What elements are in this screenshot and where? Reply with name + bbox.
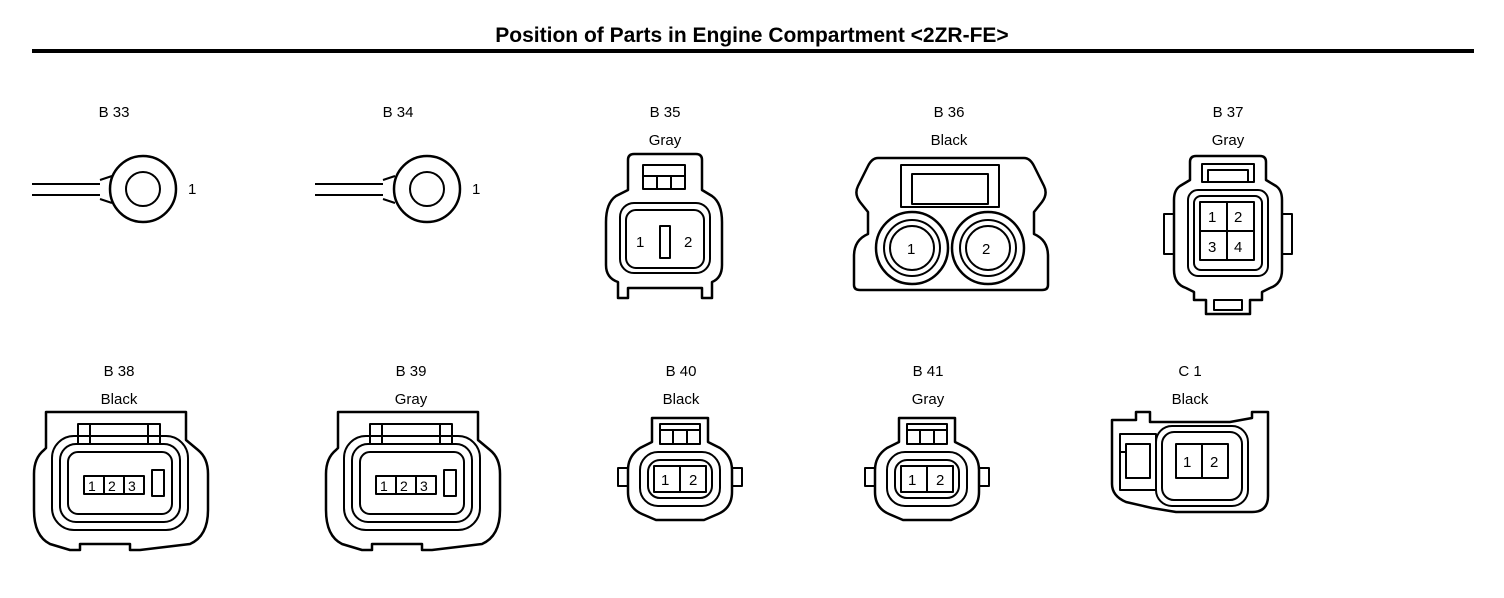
connector-b39: 1 2 3 [324, 410, 502, 552]
page-title: Position of Parts in Engine Compartment … [495, 24, 1009, 47]
connector-color-b35: Gray [648, 132, 682, 149]
connector-color-b41: Gray [911, 391, 945, 408]
connector-code-b39: B 39 [395, 363, 427, 380]
connector-color-c1: Black [1171, 391, 1209, 408]
pin-label: 1 [188, 181, 196, 198]
connector-color-b39: Gray [394, 391, 428, 408]
pin-label: 1 [1208, 209, 1216, 226]
connector-b40: 1 2 [617, 416, 743, 522]
connector-b41: 1 2 [864, 416, 990, 522]
connector-code-b34: B 34 [382, 104, 414, 121]
pin-label: 3 [420, 478, 428, 494]
pin-label: 2 [982, 241, 990, 258]
pin-label: 2 [684, 234, 692, 251]
pin-label: 1 [908, 472, 916, 489]
connector-code-b36: B 36 [933, 104, 965, 121]
connector-code-b38: B 38 [103, 363, 135, 380]
pin-label: 2 [108, 478, 116, 494]
pin-label: 4 [1234, 239, 1242, 256]
pin-label: 2 [1234, 209, 1242, 226]
connector-color-b36: Black [930, 132, 968, 149]
pin-label: 2 [689, 472, 697, 489]
connector-b33: 1 [32, 154, 196, 224]
connector-b36: 1 2 [852, 156, 1050, 292]
connector-code-b40: B 40 [665, 363, 697, 380]
connector-code-b41: B 41 [912, 363, 944, 380]
pin-label: 3 [1208, 239, 1216, 256]
pin-label: 1 [907, 241, 915, 258]
connector-color-b38: Black [100, 391, 138, 408]
connector-b35: 1 2 [604, 152, 724, 300]
title-divider [32, 49, 1474, 53]
pin-label: 3 [128, 478, 136, 494]
connector-color-b37: Gray [1211, 132, 1245, 149]
pin-label: 2 [400, 478, 408, 494]
connector-c1: 1 2 [1110, 410, 1270, 514]
connector-code-c1: C 1 [1178, 363, 1202, 380]
pin-label: 1 [472, 181, 480, 198]
connector-code-b33: B 33 [98, 104, 130, 121]
connector-b34: 1 [315, 154, 480, 224]
pin-label: 1 [88, 478, 96, 494]
pin-label: 2 [1210, 454, 1218, 471]
connector-color-b40: Black [662, 391, 700, 408]
pin-label: 1 [636, 234, 644, 251]
connector-code-b35: B 35 [649, 104, 681, 121]
pin-label: 1 [380, 478, 388, 494]
pin-label: 1 [661, 472, 669, 489]
connector-code-b37: B 37 [1212, 104, 1244, 121]
pin-label: 1 [1183, 454, 1191, 471]
connector-b37: 1 2 3 4 [1163, 154, 1293, 316]
pin-label: 2 [936, 472, 944, 489]
connector-b38: 1 2 3 [32, 410, 210, 552]
